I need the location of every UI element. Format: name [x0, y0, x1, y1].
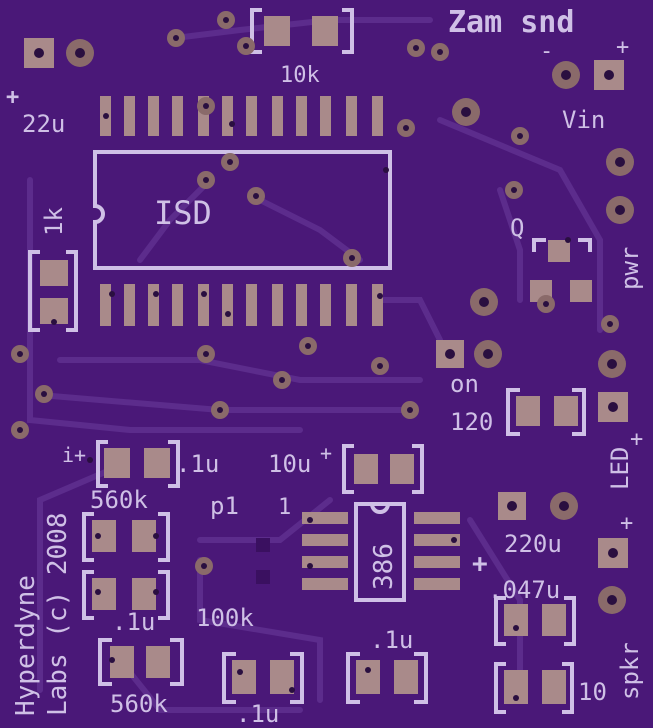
lm386-pads	[302, 512, 460, 590]
label-p1: p1	[210, 492, 239, 520]
label-pwr: pwr	[616, 247, 644, 290]
label-q: Q	[510, 214, 524, 242]
silkscreen-text: Zam snd 10k - + + 22u Vin ISD 1k Q pwr o…	[6, 5, 644, 728]
label-c-10u-plus: +	[320, 441, 332, 465]
label-r-1k: 1k	[40, 207, 68, 236]
label-ic-386: 386	[369, 543, 399, 590]
label-r-10k: 10k	[280, 63, 320, 88]
isd-pads	[100, 96, 383, 326]
label-on: on	[450, 370, 479, 398]
credit-line1: Hyperdyne	[11, 575, 41, 716]
label-r-100k: 100k	[196, 604, 254, 632]
label-r-120: 120	[450, 408, 493, 436]
label-c-i-plus: i+	[62, 443, 86, 467]
drill-holes	[34, 48, 625, 605]
label-vin-minus: -	[540, 39, 553, 64]
label-vin: Vin	[562, 106, 605, 134]
label-c-220u-plus: +	[472, 549, 488, 579]
label-ic-isd: ISD	[154, 194, 212, 232]
board-title: Zam snd	[448, 5, 574, 40]
label-spkr-plus: +	[620, 511, 633, 536]
label-c-p1u-bot: .1u	[370, 626, 413, 654]
label-pin1: 1	[278, 495, 291, 520]
label-c-p1u-top: .1u	[176, 450, 219, 478]
label-c-22u: 22u	[22, 110, 65, 138]
vias	[11, 11, 619, 701]
label-r-560k-top: 560k	[90, 486, 148, 514]
label-c-22u-plus: +	[6, 85, 19, 110]
silkscreen-outlines	[28, 8, 592, 714]
label-c-10u: 10u	[268, 450, 311, 478]
label-led: LED	[606, 447, 634, 490]
label-vin-plus: +	[616, 35, 629, 60]
label-c-p1u-mid: .1u	[112, 608, 155, 636]
label-led-plus: +	[630, 427, 643, 452]
label-c-220u: 220u	[504, 530, 562, 558]
label-c-p1u-bot2: .1u	[236, 700, 279, 728]
label-r-560k-bot: 560k	[110, 690, 168, 718]
smd-pads	[40, 16, 592, 704]
label-r-10: 10	[578, 678, 607, 706]
label-c-047u: .047u	[488, 576, 560, 604]
label-spkr: spkr	[616, 642, 644, 700]
credit-line2: Labs (c) 2008	[43, 513, 73, 717]
